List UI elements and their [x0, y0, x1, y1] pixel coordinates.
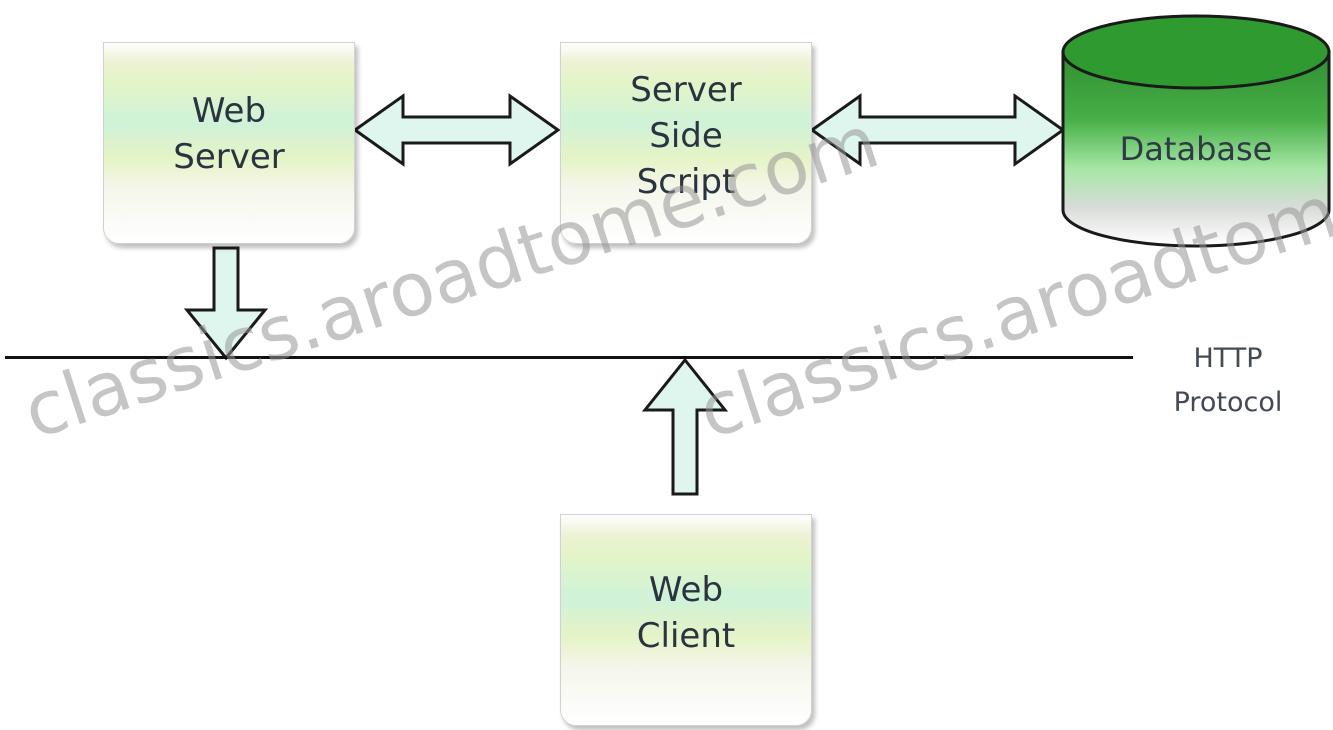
web-client-box: Web Client: [560, 514, 812, 726]
web-server-line1: Web: [191, 91, 267, 131]
web-client-label: Web Client: [561, 567, 811, 659]
server-side-script-label: Server Side Script: [561, 67, 811, 205]
down-arrow-webserver: [183, 246, 269, 361]
web-server-label: Web Server: [104, 88, 354, 180]
web-client-line1: Web: [648, 570, 724, 610]
server-side-script-box: Server Side Script: [560, 42, 812, 244]
server-side-script-line2: Side: [649, 116, 723, 156]
web-client-line2: Client: [636, 616, 736, 656]
double-arrow-webserver-script: [352, 93, 561, 167]
http-protocol-label: HTTP Protocol: [1138, 337, 1318, 425]
database-label: Database: [1119, 130, 1273, 168]
http-protocol-line2: Protocol: [1173, 387, 1283, 418]
http-protocol-line1: HTTP: [1193, 343, 1263, 374]
web-server-box: Web Server: [103, 42, 355, 244]
http-protocol-line: [5, 356, 1133, 359]
up-arrow-webclient: [641, 357, 729, 496]
web-server-line2: Server: [173, 137, 285, 177]
database-cylinder: [1061, 14, 1331, 248]
server-side-script-line3: Script: [636, 162, 736, 202]
server-side-script-line1: Server: [630, 70, 742, 110]
